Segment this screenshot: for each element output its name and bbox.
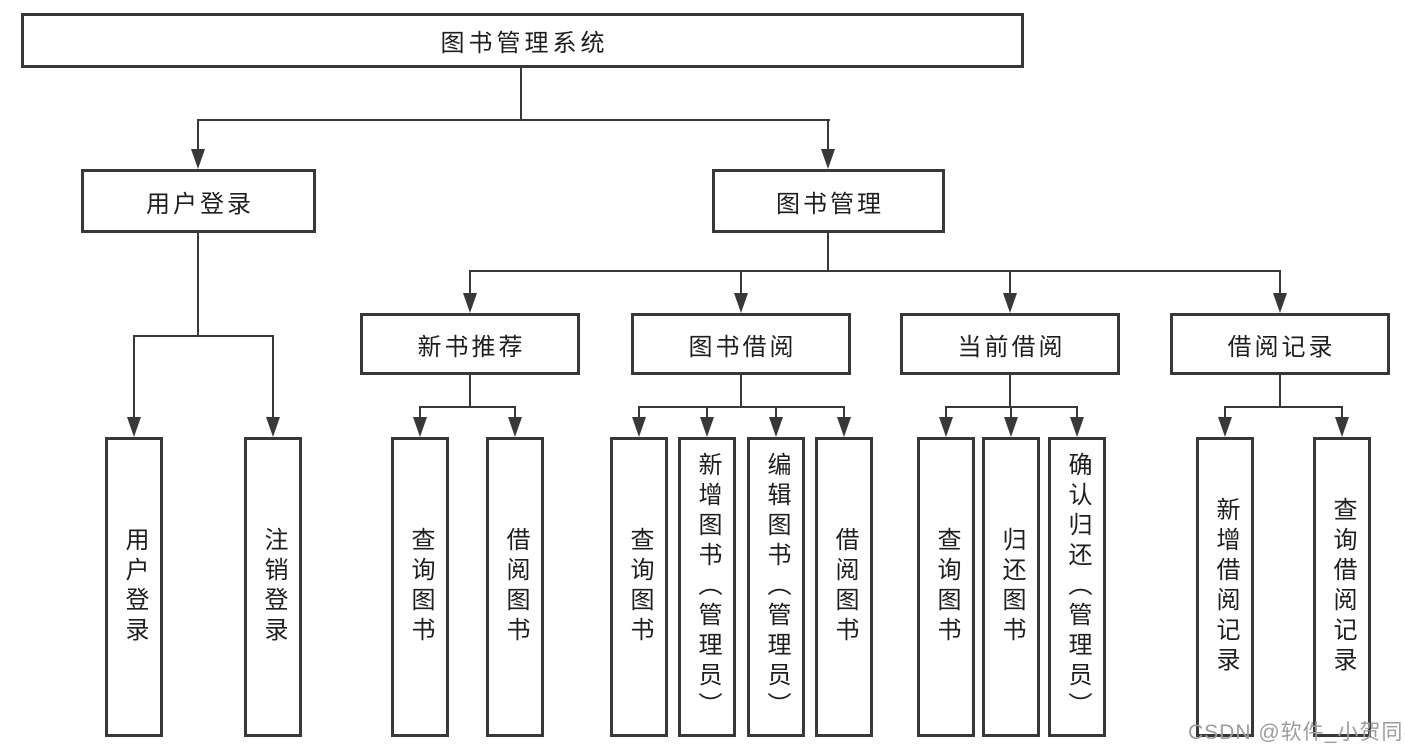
arrowhead-down-icon [1273,293,1287,313]
connector-line [1341,406,1343,421]
connector-line [827,233,829,271]
node-label: 图书管理 [776,190,884,218]
arrowhead-down-icon [413,417,427,437]
connector-line [469,375,471,407]
arrowhead-down-icon [266,417,280,437]
node-label: 新增借阅记录 [1212,497,1239,677]
node-leaf-borrow-books: 借阅图书 [815,437,873,737]
connector-line [638,406,640,421]
arrowhead-down-icon [508,417,522,437]
arrowhead-down-icon [1335,417,1349,437]
node-label: 查询图书 [933,527,960,647]
node-book-management: 图书管理 [712,169,945,233]
arrowhead-down-icon [632,417,646,437]
node-leaf-add-books-admin: 新增图书（管理员） [678,437,736,737]
connector-line [843,406,845,421]
connector-line [197,119,199,155]
node-leaf-newbook-borrow-books: 借阅图书 [486,437,544,737]
connector-line [1279,270,1281,296]
connector-line [706,406,708,421]
connector-line [197,119,830,121]
node-leaf-user-login: 用户登录 [105,437,163,737]
node-label: 查询图书 [407,527,434,647]
node-label: 图书借阅 [688,333,797,361]
connector-line [1224,406,1226,421]
arrowhead-down-icon [1003,293,1017,313]
node-leaf-borrow-query-books: 查询图书 [610,437,668,737]
connector-line [775,406,777,421]
arrowhead-down-icon [837,417,851,437]
connector-line [945,406,947,421]
arrowhead-down-icon [1218,417,1232,437]
arrowhead-down-icon [1070,417,1084,437]
connector-line [197,233,199,337]
connector-line [1076,406,1078,421]
connector-line [1224,406,1343,408]
arrowhead-down-icon [700,417,714,437]
arrowhead-down-icon [1004,417,1018,437]
arrowhead-down-icon [939,417,953,437]
node-leaf-query-borrow-record: 查询借阅记录 [1313,437,1371,737]
connector-line [469,270,1281,272]
node-leaf-edit-books-admin: 编辑图书（管理员） [747,437,805,737]
arrowhead-down-icon [734,293,748,313]
connector-line [1279,375,1281,407]
csdn-watermark: CSDN @软件_小贺同学 [1188,721,1405,744]
connector-line [419,406,421,421]
node-label: 新书推荐 [417,333,526,361]
node-label: 借阅记录 [1227,333,1336,361]
connector-line [133,335,274,337]
node-leaf-confirm-return-admin: 确认归还（管理员） [1048,437,1106,737]
node-current-borrowing: 当前借阅 [900,313,1120,375]
node-leaf-return-books: 归还图书 [982,437,1040,737]
connector-line [469,270,471,296]
connector-line [638,406,845,408]
node-borrowing-records: 借阅记录 [1170,313,1390,375]
connector-line [272,335,274,421]
node-new-book-recommendation: 新书推荐 [360,313,580,375]
node-label: 编辑图书（管理员） [763,452,790,722]
connector-line [740,375,742,407]
node-label: 用户登录 [121,527,148,647]
connector-line [520,68,522,120]
node-user-login: 用户登录 [81,169,316,233]
node-label: 查询借阅记录 [1329,497,1356,677]
node-label: 查询图书 [626,527,653,647]
node-leaf-newbook-query-books: 查询图书 [391,437,449,737]
node-library-management-system: 图书管理系统 [21,13,1024,68]
connector-line [419,406,516,408]
node-label: 图书管理系统 [440,30,609,57]
node-label: 归还图书 [998,527,1025,647]
node-label: 新增图书（管理员） [694,452,721,722]
arrowhead-down-icon [191,149,205,169]
connector-line [827,119,829,155]
node-leaf-add-borrow-record: 新增借阅记录 [1196,437,1254,737]
connector-line [133,335,135,421]
node-leaf-current-query-books: 查询图书 [917,437,975,737]
connector-line [740,270,742,296]
node-label: 确认归还（管理员） [1064,452,1091,722]
node-label: 借阅图书 [831,527,858,647]
arrowhead-down-icon [821,149,835,169]
node-book-borrowing: 图书借阅 [631,313,851,375]
connector-line [514,406,516,421]
node-label: 注销登录 [260,527,287,647]
connector-line [1010,406,1012,421]
node-leaf-logout: 注销登录 [244,437,302,737]
node-label: 用户登录 [146,190,254,218]
node-label: 当前借阅 [957,333,1066,361]
node-label: 借阅图书 [502,527,529,647]
connector-line [1009,270,1011,296]
connector-line [1009,375,1011,407]
arrowhead-down-icon [769,417,783,437]
arrowhead-down-icon [127,417,141,437]
arrowhead-down-icon [463,293,477,313]
